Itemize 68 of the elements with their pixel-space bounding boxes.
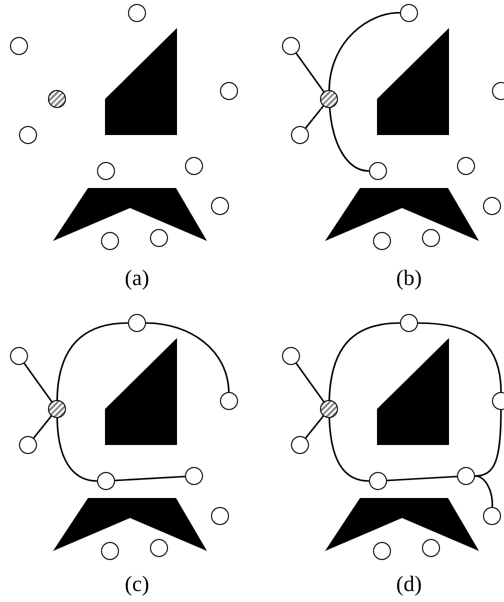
obstacle-shape bbox=[105, 28, 177, 135]
circle-node bbox=[282, 37, 300, 55]
panel-label: (d) bbox=[396, 572, 422, 596]
path-line bbox=[474, 475, 494, 507]
circle-node bbox=[373, 542, 391, 560]
panel-label: (b) bbox=[396, 266, 422, 290]
circle-node bbox=[291, 436, 309, 454]
obstacle-shape bbox=[377, 28, 449, 135]
obstacle-shape bbox=[325, 188, 479, 241]
circle-node bbox=[128, 314, 146, 332]
path-line bbox=[386, 476, 458, 482]
path-line bbox=[328, 12, 400, 90]
circle-node bbox=[19, 126, 37, 144]
obstacle-shape bbox=[53, 498, 207, 551]
circle-node bbox=[369, 162, 387, 180]
circle-node bbox=[422, 229, 440, 247]
circle-node bbox=[10, 37, 28, 55]
path-line bbox=[328, 418, 370, 482]
circle-node bbox=[211, 507, 229, 525]
path-line bbox=[296, 362, 324, 402]
path-line bbox=[305, 106, 324, 128]
circle-node bbox=[150, 229, 168, 247]
hatched-circle bbox=[320, 90, 338, 108]
circle-node bbox=[369, 472, 387, 490]
path-line bbox=[328, 108, 370, 172]
circle-node bbox=[373, 232, 391, 250]
circle-node bbox=[220, 392, 238, 410]
circle-node bbox=[97, 472, 115, 490]
path-line bbox=[146, 322, 230, 392]
circle-node bbox=[101, 232, 119, 250]
path-line bbox=[305, 416, 324, 438]
circle-node bbox=[400, 314, 418, 332]
circle-node bbox=[457, 467, 475, 485]
circle-node bbox=[185, 467, 203, 485]
circle-node bbox=[220, 82, 238, 100]
path-line bbox=[33, 416, 52, 438]
circle-node bbox=[150, 539, 168, 557]
circle-node bbox=[457, 157, 475, 175]
path-line bbox=[328, 322, 400, 400]
circle-node bbox=[211, 197, 229, 215]
circle-node bbox=[400, 4, 418, 22]
circle-node bbox=[291, 126, 309, 144]
circle-node bbox=[282, 347, 300, 365]
circle-node bbox=[97, 162, 115, 180]
circle-node bbox=[128, 4, 146, 22]
hatched-circle bbox=[48, 90, 66, 108]
path-line bbox=[24, 362, 52, 402]
path-line bbox=[474, 410, 502, 477]
circle-node bbox=[422, 539, 440, 557]
circle-node bbox=[19, 436, 37, 454]
circle-node bbox=[483, 197, 501, 215]
obstacle-shape bbox=[325, 498, 479, 551]
circle-node bbox=[483, 507, 501, 525]
path-line bbox=[56, 322, 128, 400]
circle-node bbox=[10, 347, 28, 365]
path-line bbox=[56, 418, 98, 482]
panel-label: (c) bbox=[124, 572, 150, 596]
path-line bbox=[114, 476, 186, 482]
circle-node bbox=[185, 157, 203, 175]
obstacle-shape bbox=[105, 338, 177, 445]
panel-label: (a) bbox=[124, 266, 150, 290]
path-line bbox=[418, 322, 502, 392]
hatched-circle bbox=[48, 400, 66, 418]
obstacle-shape bbox=[377, 338, 449, 445]
circle-node bbox=[101, 542, 119, 560]
obstacle-shape bbox=[53, 188, 207, 241]
hatched-circle bbox=[320, 400, 338, 418]
path-line bbox=[296, 52, 324, 92]
